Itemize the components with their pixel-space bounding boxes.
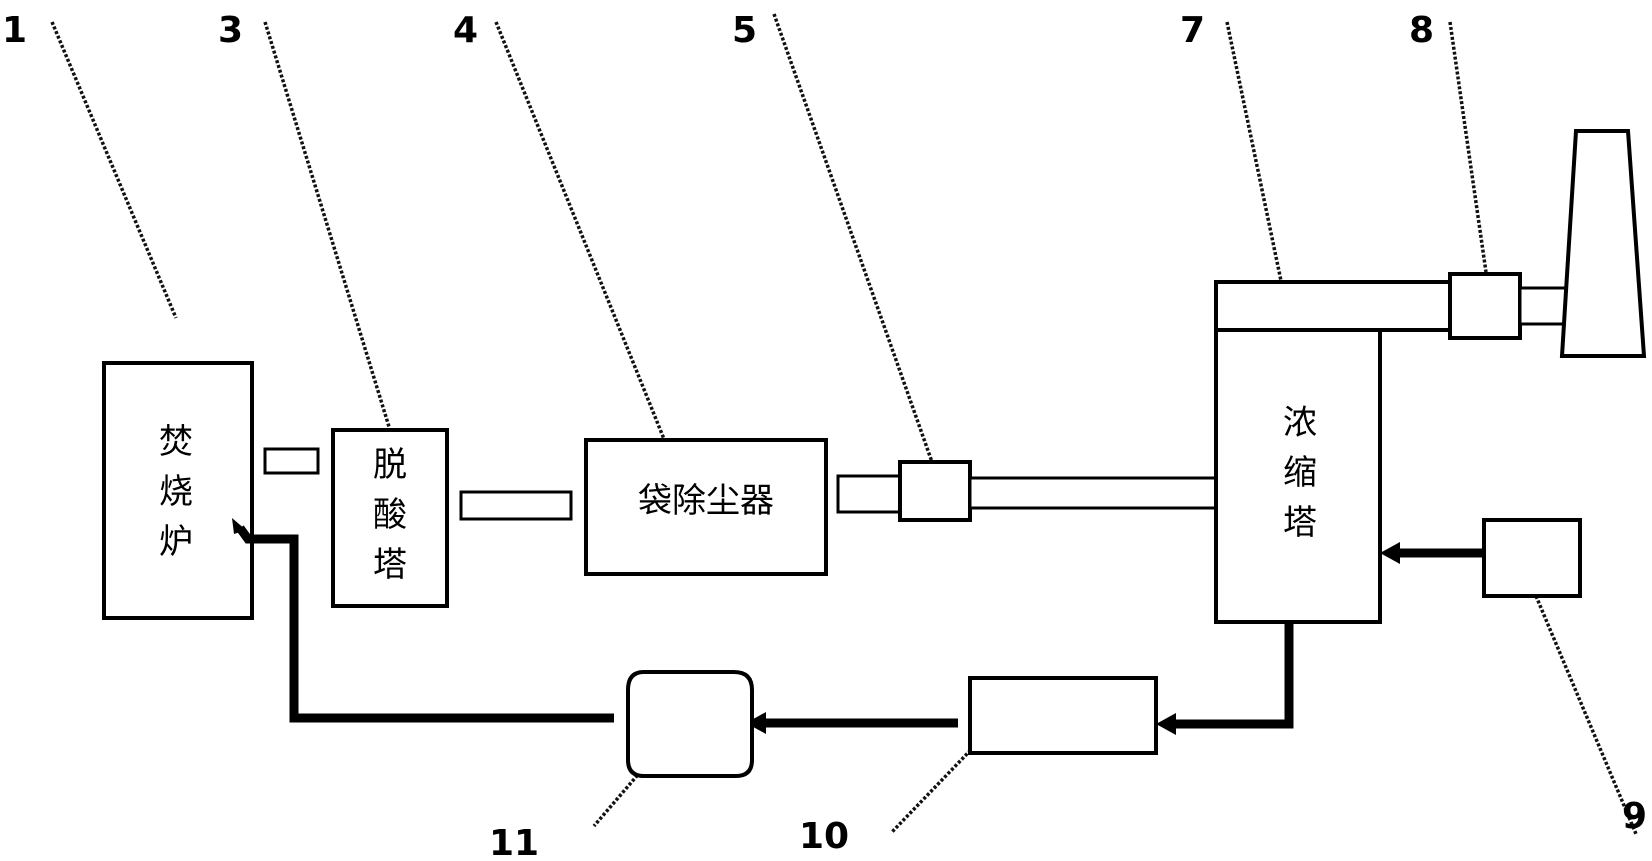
pipe-11-to-incinerator bbox=[236, 525, 614, 723]
label-4: 4 bbox=[453, 10, 478, 51]
concentration-tower-box bbox=[1214, 328, 1382, 624]
incinerator-label-char-1: 焚 bbox=[159, 422, 193, 462]
concentration-tower-label-char-1: 浓 bbox=[1283, 403, 1317, 443]
component-10-box bbox=[968, 676, 1158, 755]
leader-line-7 bbox=[1225, 21, 1311, 416]
bag-filter-label: 袋除尘器 bbox=[638, 481, 774, 521]
fan-5-box bbox=[898, 460, 972, 522]
incinerator-label-char-3: 炉 bbox=[159, 522, 193, 562]
leader-line-5 bbox=[772, 13, 934, 463]
component-9-box bbox=[1482, 518, 1582, 598]
label-8: 8 bbox=[1409, 10, 1434, 51]
duct-bagfilter-fan bbox=[836, 474, 902, 514]
label-11: 11 bbox=[489, 823, 539, 861]
duct-fan-concentration bbox=[968, 476, 1220, 510]
bag-filter-box bbox=[584, 438, 828, 576]
label-3: 3 bbox=[218, 10, 243, 51]
concentration-tower-label-char-2: 缩 bbox=[1283, 453, 1317, 493]
deacid-tower-box bbox=[331, 428, 449, 608]
component-11-box bbox=[626, 670, 754, 778]
pipe-concentration-to-10 bbox=[1172, 622, 1294, 729]
duct-incinerator-deacid bbox=[263, 447, 320, 475]
leader-line-1 bbox=[50, 21, 178, 319]
duct-deacid-bagfilter bbox=[459, 490, 573, 521]
leader-line-10 bbox=[890, 730, 990, 834]
label-1: 1 bbox=[2, 10, 27, 51]
fan-8-box bbox=[1448, 272, 1522, 340]
label-10: 10 bbox=[799, 816, 849, 857]
duct-concentration-top bbox=[1214, 280, 1452, 332]
leader-line-8 bbox=[1448, 21, 1488, 273]
label-9: 9 bbox=[1622, 796, 1647, 837]
label-7: 7 bbox=[1180, 10, 1205, 51]
deacid-tower-label-char-1: 脱 bbox=[373, 445, 407, 485]
deacid-tower-label-char-2: 酸 bbox=[373, 495, 407, 535]
leader-line-3 bbox=[263, 21, 392, 431]
chimney-stack bbox=[1559, 129, 1647, 358]
arrow-into-concentration bbox=[1380, 542, 1400, 564]
arrow-into-10 bbox=[1156, 713, 1176, 735]
leader-line-4 bbox=[494, 21, 668, 445]
leader-line-9 bbox=[1534, 595, 1638, 835]
concentration-tower-label-char-3: 塔 bbox=[1283, 503, 1317, 543]
duct-fan-stack bbox=[1518, 286, 1569, 326]
deacid-tower-label-char-3: 塔 bbox=[373, 545, 407, 585]
arrow-into-incinerator bbox=[232, 518, 246, 534]
incinerator-label-char-2: 烧 bbox=[159, 472, 193, 512]
label-5: 5 bbox=[732, 10, 757, 51]
arrow-into-11 bbox=[746, 712, 766, 734]
incinerator-box bbox=[102, 361, 254, 620]
